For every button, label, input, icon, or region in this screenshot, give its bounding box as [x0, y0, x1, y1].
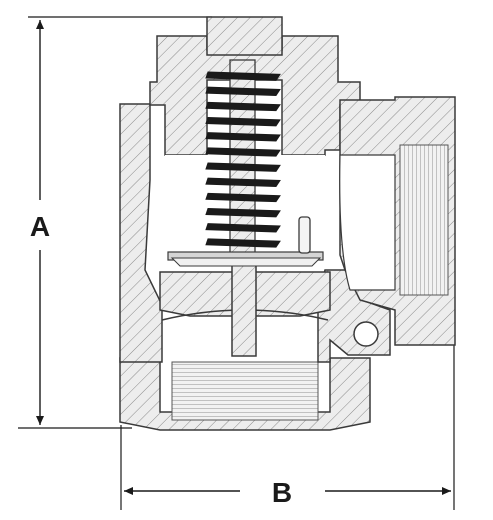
- spring-coil: [205, 116, 281, 127]
- spring-coil: [205, 147, 281, 157]
- spring-coil: [205, 177, 281, 188]
- spring-coil: [205, 238, 281, 248]
- dimension-a: A: [18, 16, 212, 429]
- dimension-a-label: A: [30, 211, 50, 242]
- spring-coil: [205, 86, 281, 97]
- dimension-b: B: [120, 345, 455, 510]
- dimension-b-label: B: [272, 477, 292, 508]
- disc: [167, 251, 324, 267]
- spring-coil: [205, 132, 281, 142]
- threaded-inlet: [119, 357, 371, 431]
- side-outlet: [339, 96, 456, 346]
- drain-port: [353, 321, 379, 347]
- spring-coil: [205, 71, 281, 81]
- spring-coil: [205, 192, 281, 203]
- lower-stem: [231, 257, 257, 357]
- spring: [205, 71, 281, 248]
- inlet-threads: [171, 361, 319, 421]
- spring-coil: [205, 223, 281, 233]
- spring-coil: [205, 101, 281, 112]
- spring-coil: [205, 162, 281, 172]
- spring-coil: [205, 207, 281, 218]
- indicator-pin: [298, 216, 311, 254]
- top-plug: [206, 16, 283, 56]
- outlet-threads: [399, 144, 449, 296]
